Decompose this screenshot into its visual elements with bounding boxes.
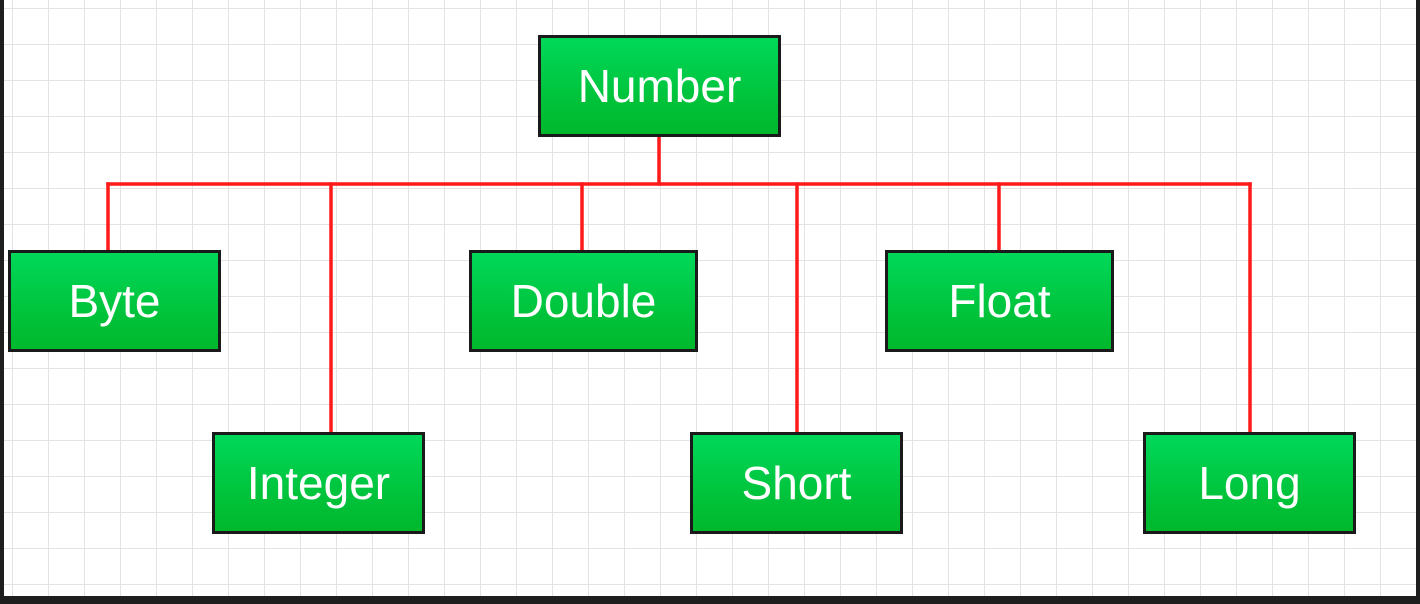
node-short: Short	[690, 432, 903, 534]
node-byte: Byte	[8, 250, 221, 352]
node-label-number: Number	[577, 60, 742, 112]
node-number: Number	[538, 35, 781, 137]
node-label-short: Short	[741, 457, 852, 509]
node-label-byte: Byte	[68, 275, 161, 327]
node-label-float: Float	[948, 275, 1051, 327]
node-long: Long	[1143, 432, 1356, 534]
node-label-integer: Integer	[246, 457, 391, 509]
node-double: Double	[469, 250, 698, 352]
node-label-long: Long	[1198, 457, 1301, 509]
node-float: Float	[885, 250, 1114, 352]
node-label-double: Double	[510, 275, 657, 327]
node-integer: Integer	[212, 432, 425, 534]
